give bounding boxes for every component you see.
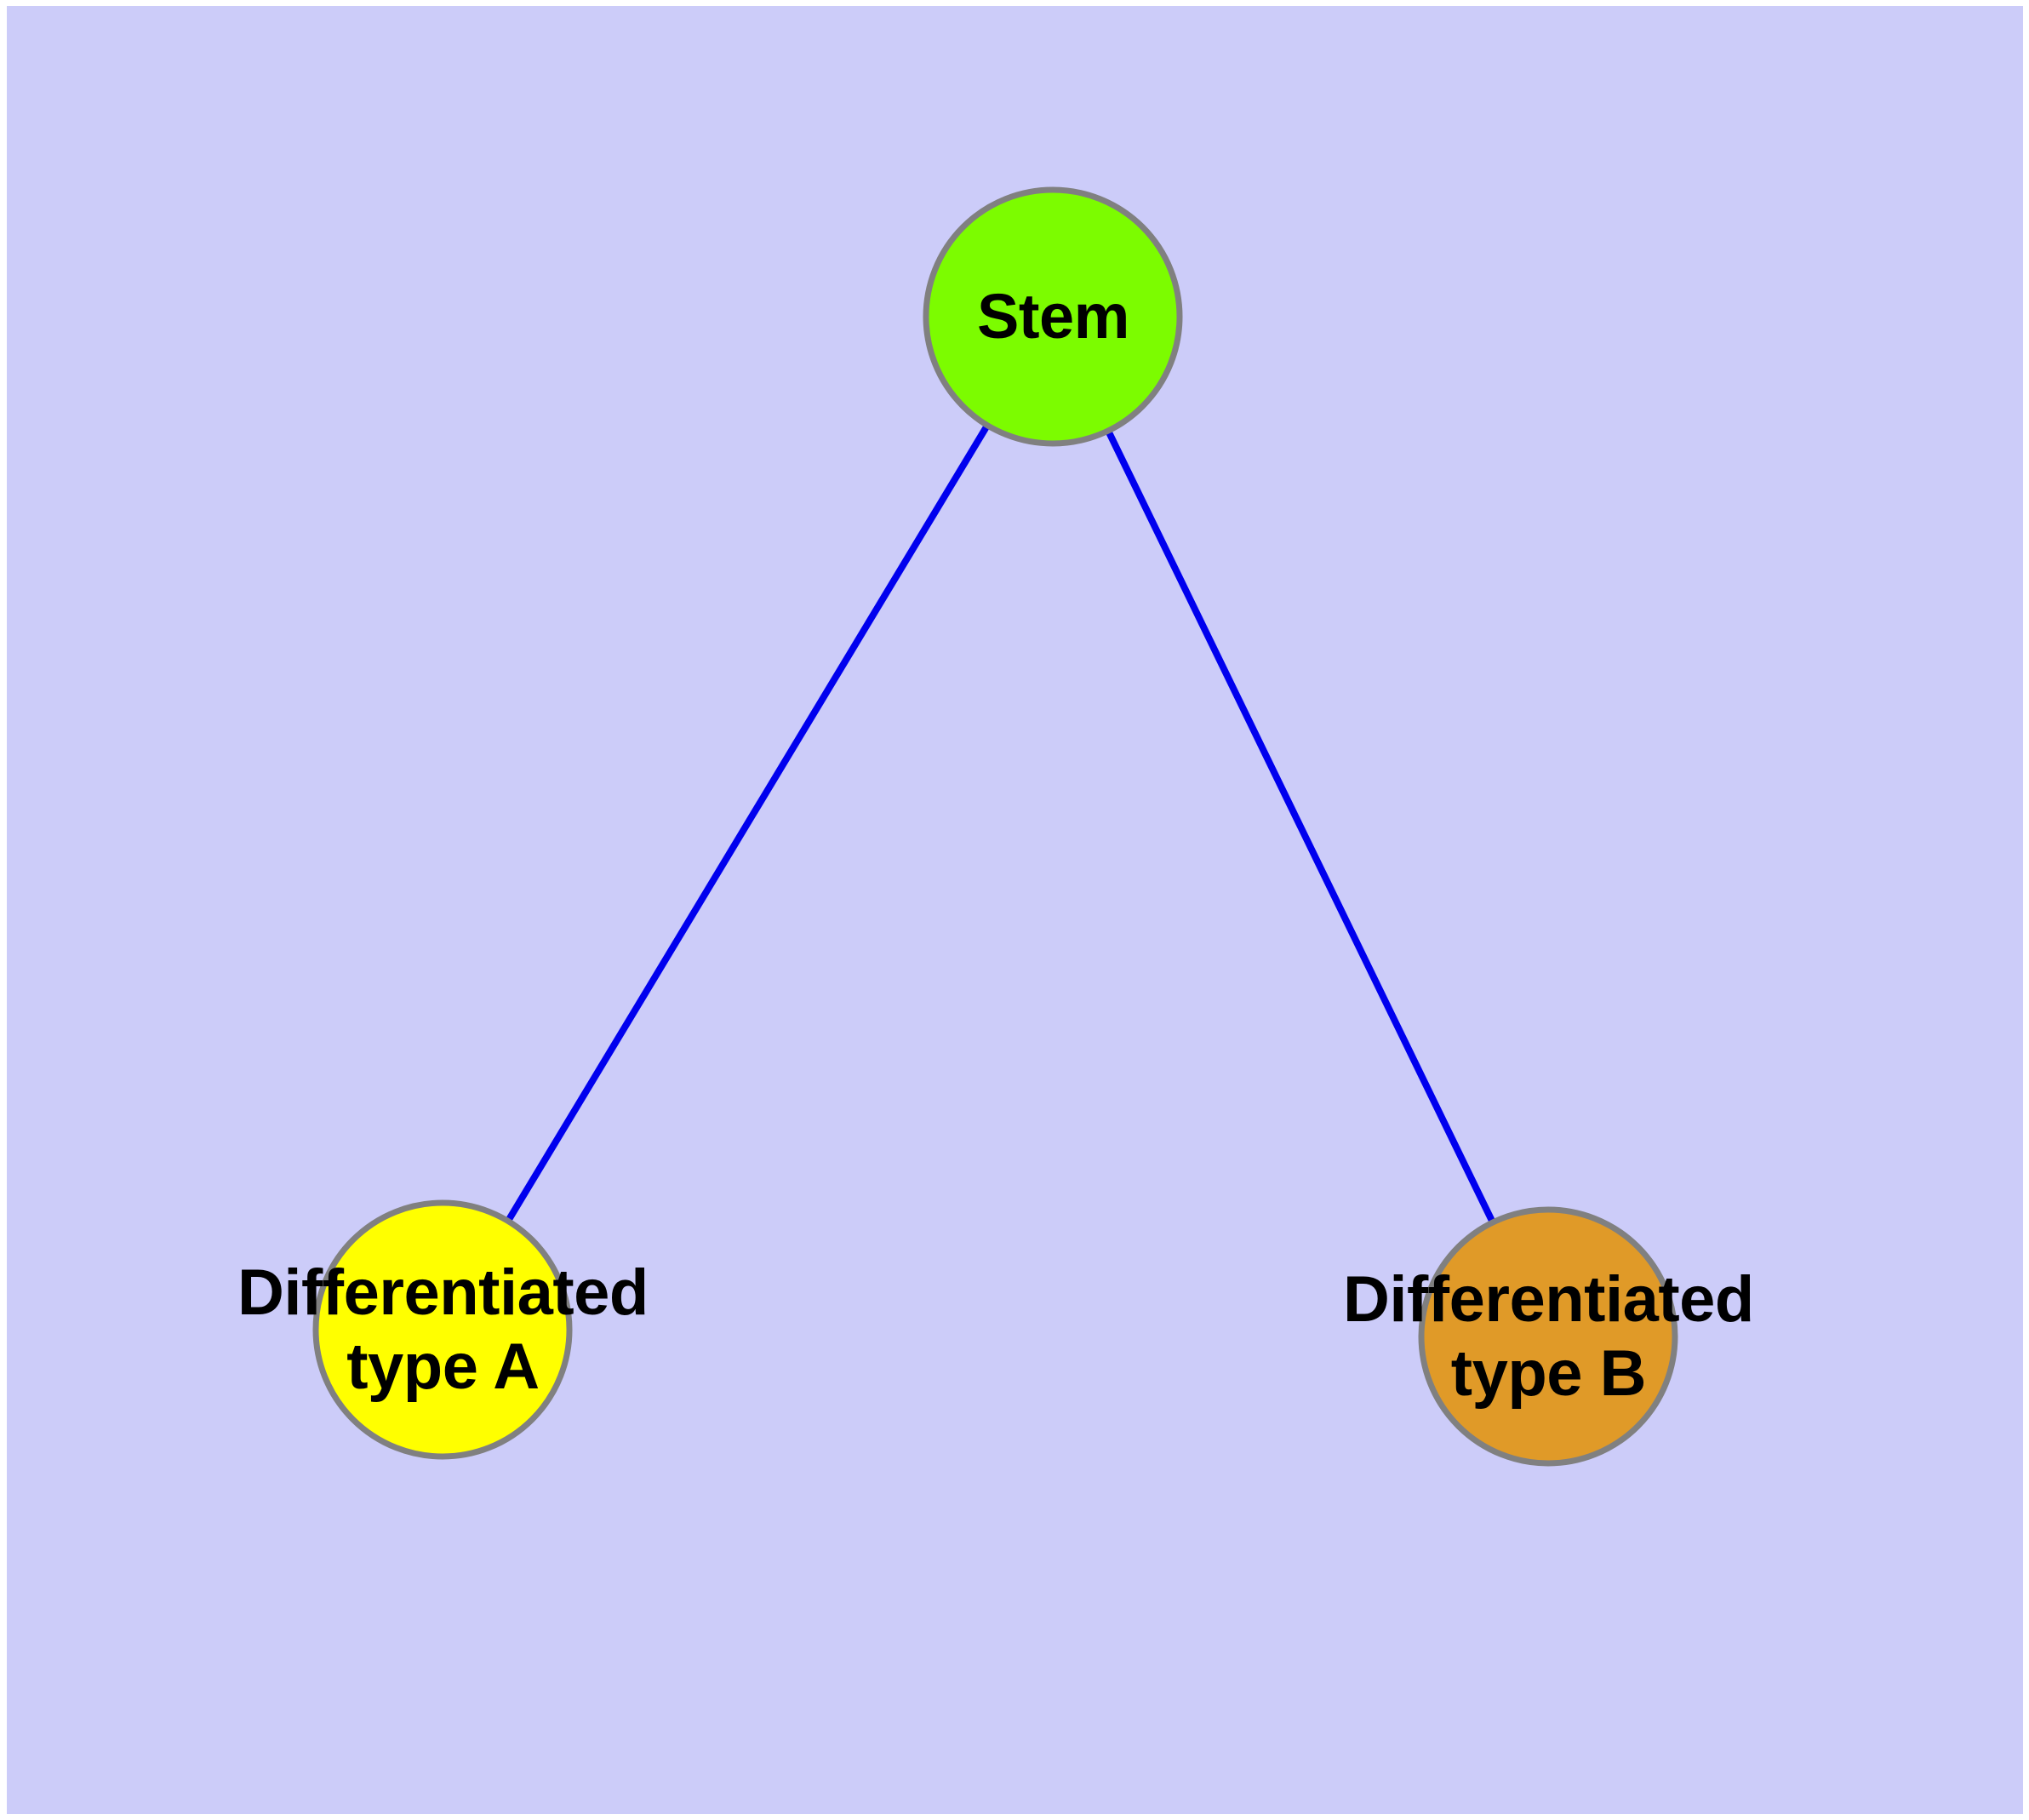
node-stem[interactable]	[923, 186, 1183, 447]
edge-stem-diff-a	[506, 425, 990, 1222]
edges-group	[506, 425, 1495, 1222]
edge-stem-diff-b	[1106, 431, 1495, 1222]
node-diff-a[interactable]	[312, 1199, 573, 1460]
node-diff-b[interactable]	[1418, 1206, 1678, 1467]
nodes-group	[312, 186, 1678, 1467]
